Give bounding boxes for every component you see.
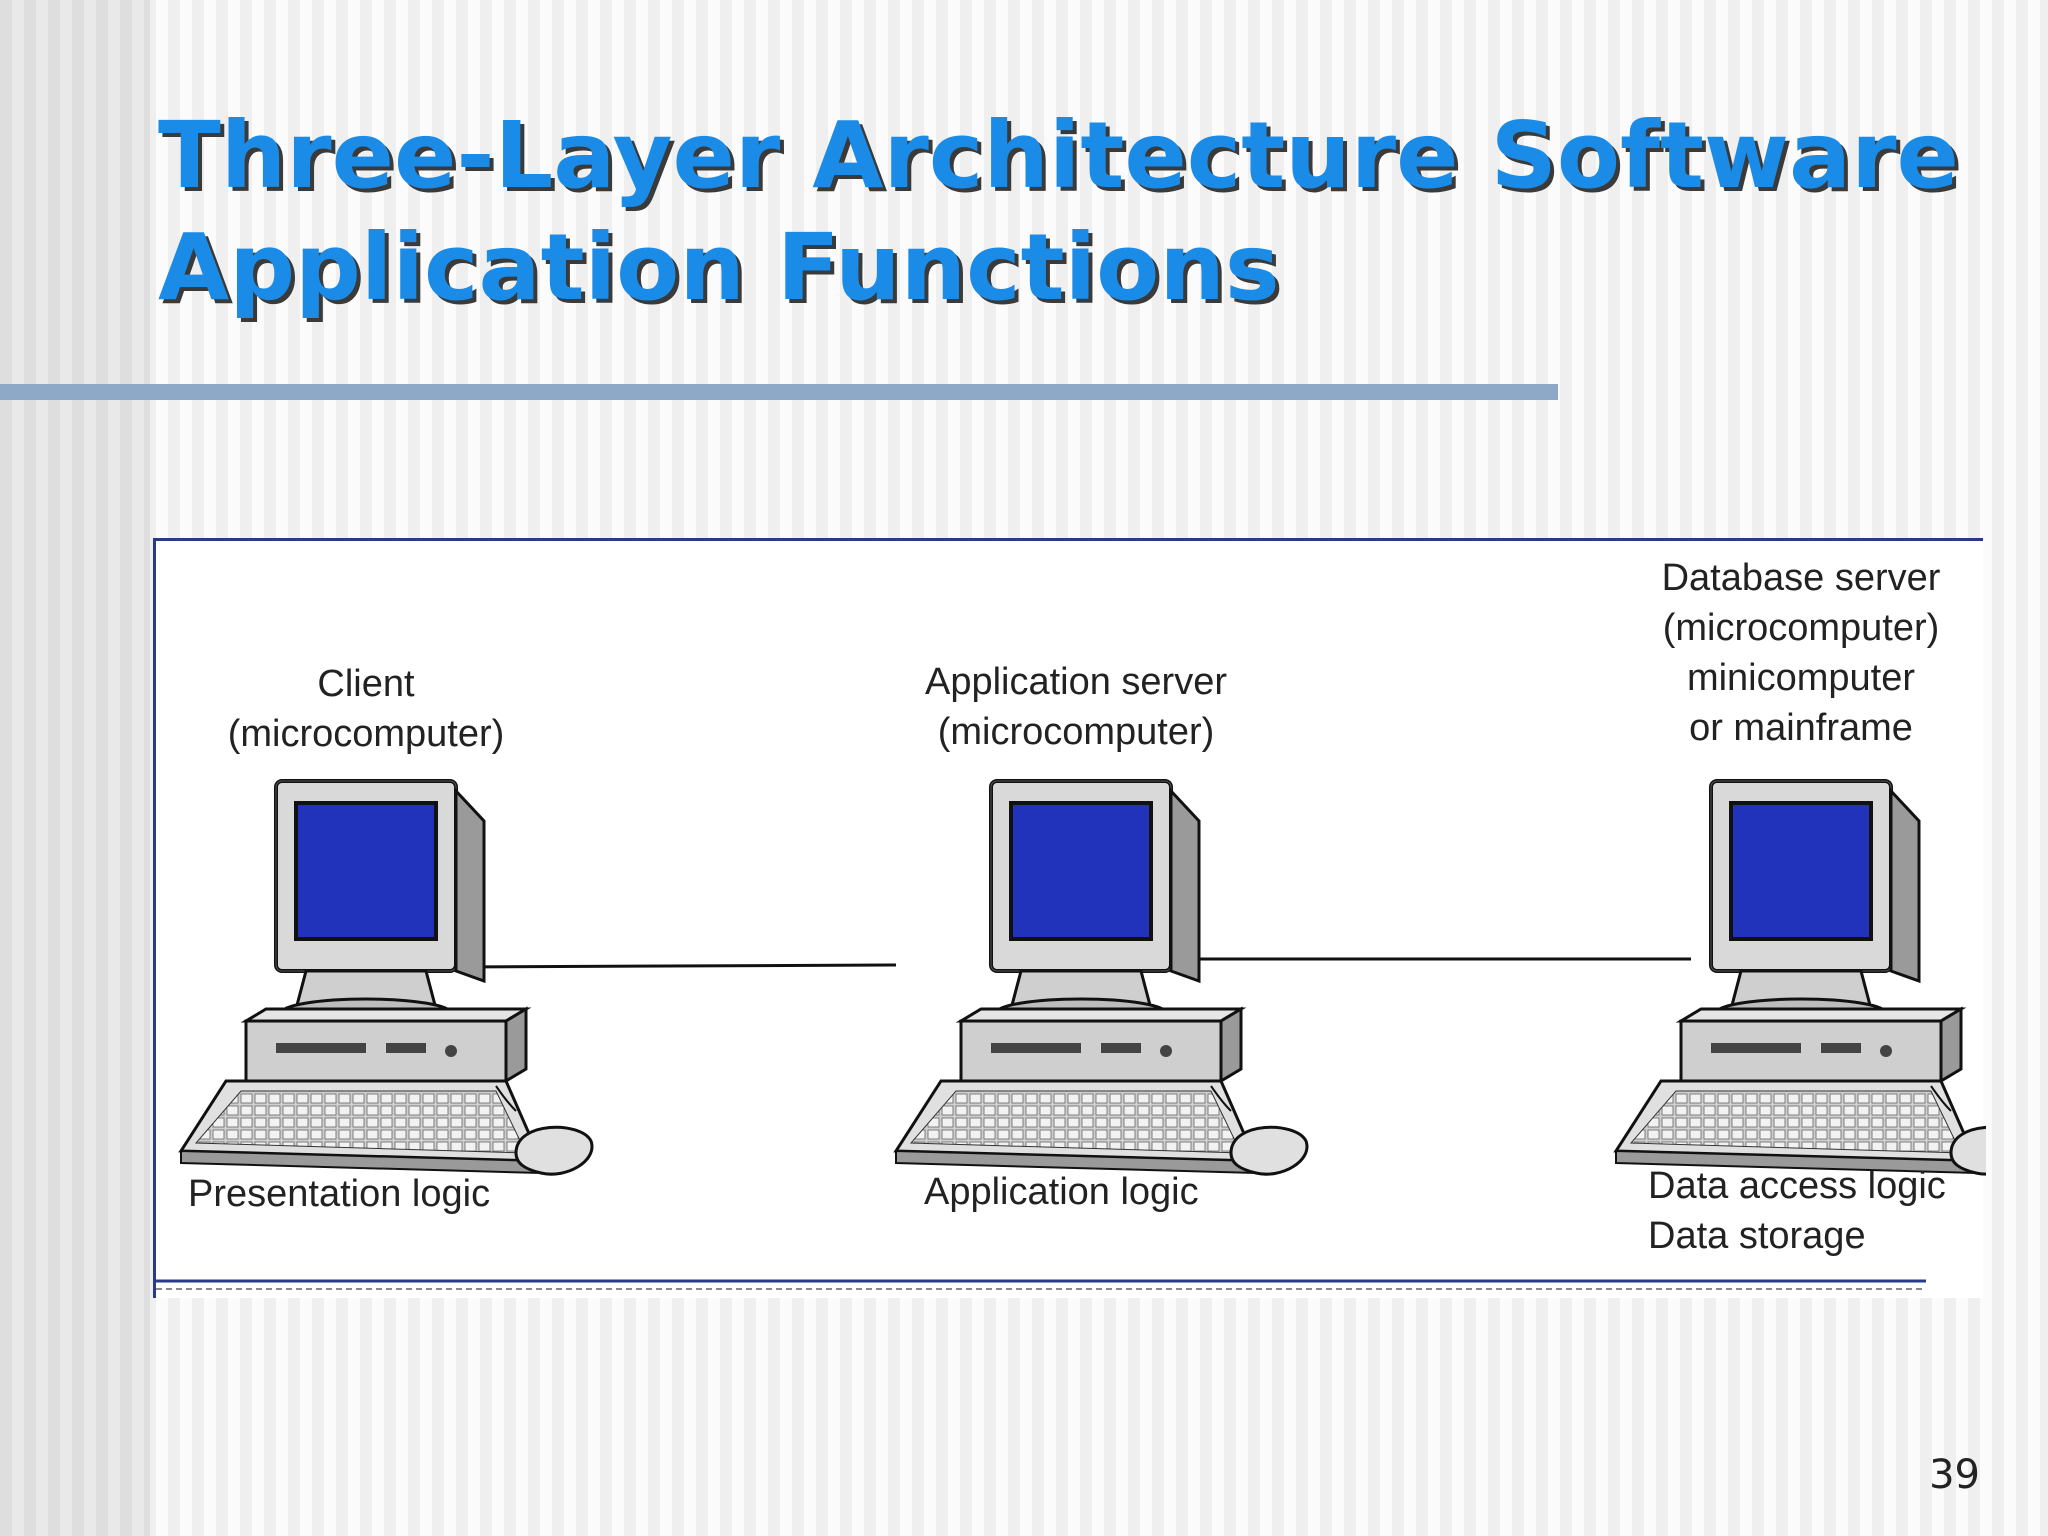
db-server-label: Database server (microcomputer) minicomp… [1616,553,1986,753]
slide-title: Three-Layer Architecture Software Applic… [158,100,2008,324]
data-storage-label: Data storage [1648,1215,1866,1257]
title-line-1: Three-Layer Architecture Software [158,102,1959,209]
client-type: (microcomputer) [227,713,505,755]
presentation-logic-label: Presentation logic [188,1173,491,1215]
data-access-logic-label: Data access logic [1648,1165,1946,1207]
client-name: Client [317,663,415,705]
client-computer-icon [179,779,594,1177]
page-number: 39 [1929,1452,1980,1498]
db-functions-label: Data access logic Data storage [1648,1161,1946,1261]
db-server-name: Database server [1661,557,1941,599]
db-server-computer-icon [1614,779,1986,1177]
app-server-name: Application server [924,661,1228,703]
db-server-type-2: minicomputer [1686,657,1916,699]
app-server-type: (microcomputer) [937,711,1215,753]
architecture-diagram: Client (microcomputer) Presentation logi… [153,538,1986,1298]
app-server-label: Application server (microcomputer) [896,657,1256,757]
db-server-type-3: or mainframe [1689,707,1913,749]
client-label: Client (microcomputer) [201,659,531,759]
title-divider [0,384,1558,400]
diagram-graphics [156,779,1986,1290]
application-logic-label: Application logic [924,1171,1199,1213]
background-stripe [0,0,150,1536]
db-server-type-1: (microcomputer) [1662,607,1940,649]
app-server-computer-icon [894,779,1309,1177]
title-line-2: Application Functions [158,214,1280,321]
